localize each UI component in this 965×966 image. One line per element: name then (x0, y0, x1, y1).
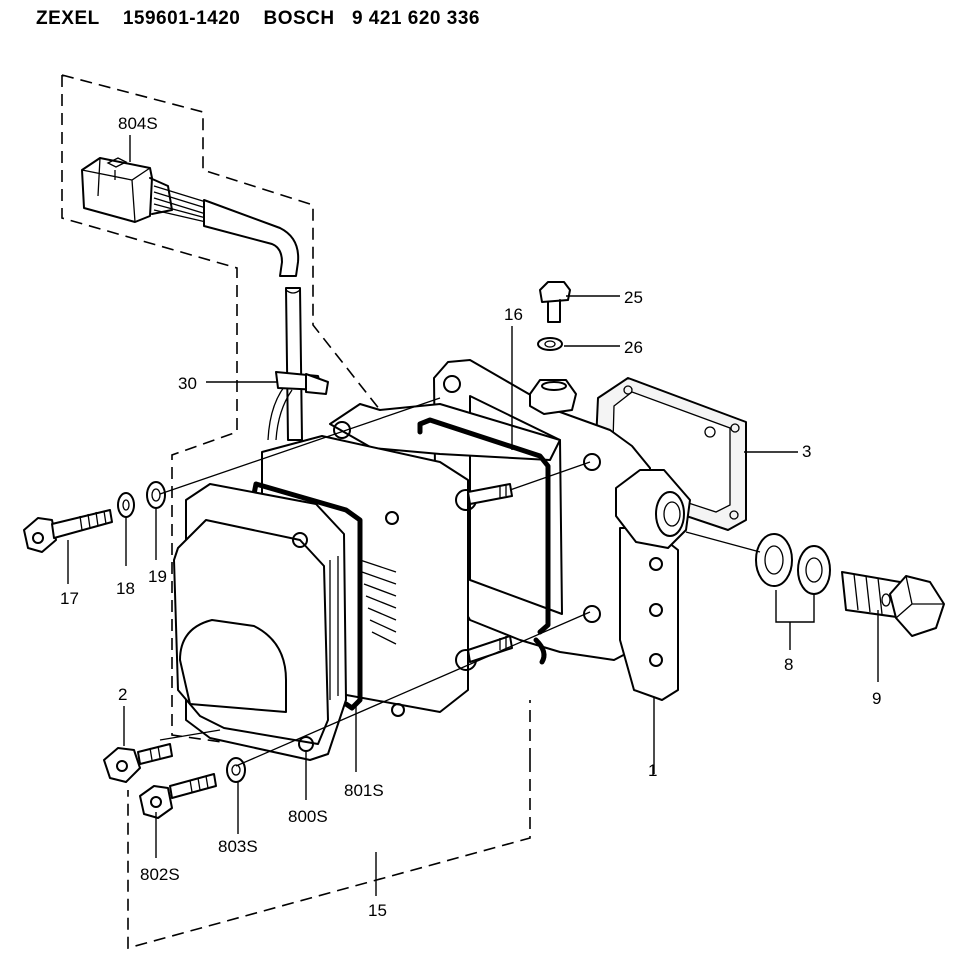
callout-19: 19 (148, 567, 167, 586)
callout-15: 15 (368, 901, 387, 920)
callout-2: 2 (118, 685, 127, 704)
solenoid-cover-800S (173, 483, 347, 761)
callout-16: 16 (504, 305, 523, 324)
callout-9: 9 (872, 689, 881, 708)
callout-3: 3 (802, 442, 811, 461)
callout-labels: 804S 30 16 25 26 3 17 18 19 2 802S 803S … (60, 114, 881, 920)
callout-1: 1 (648, 761, 657, 780)
bolt-17-washers-18-19 (23, 481, 166, 553)
callout-30: 30 (178, 374, 197, 393)
callout-803S: 803S (218, 837, 258, 856)
callout-18: 18 (116, 579, 135, 598)
top-nut-and-screw (529, 281, 577, 415)
callout-802S: 802S (140, 865, 180, 884)
banjo-bolt-9 (841, 571, 945, 637)
drawing-header: ZEXEL 159601-1420 BOSCH 9 421 620 336 (36, 8, 480, 36)
bolt-802S-washer-803S (139, 757, 246, 819)
zexel-part-number: 159601-1420 (122, 8, 241, 29)
callout-801S: 801S (344, 781, 384, 800)
washers-8 (755, 533, 831, 595)
bolt-2 (103, 743, 173, 783)
callout-17: 17 (60, 589, 79, 608)
solenoid-assembly-boundary (127, 700, 531, 950)
bosch-part-number: 9 421 620 336 (351, 8, 480, 29)
maker-name: ZEXEL (36, 8, 100, 29)
wiring-harness-804S (81, 157, 329, 441)
callout-25: 25 (624, 288, 643, 307)
callout-8: 8 (784, 655, 793, 674)
callout-26: 26 (624, 338, 643, 357)
harness-assembly-boundary (61, 74, 381, 743)
brand-name: BOSCH (263, 8, 335, 29)
stud-bolts (467, 483, 513, 663)
callout-800S: 800S (288, 807, 328, 826)
leader-lines (67, 135, 879, 896)
callout-804S: 804S (118, 114, 158, 133)
